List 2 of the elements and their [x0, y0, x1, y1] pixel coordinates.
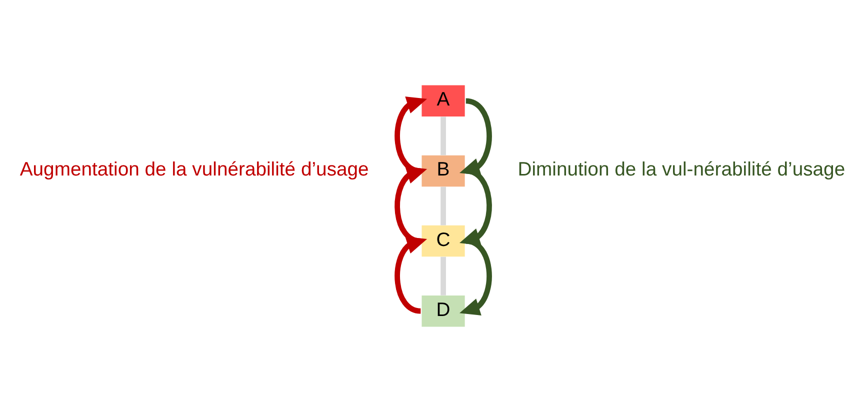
label: Augmentation de la vulnérabilité d’usage: [20, 158, 369, 181]
label: Diminution de la vul-nérabilité d’usage: [518, 158, 846, 181]
